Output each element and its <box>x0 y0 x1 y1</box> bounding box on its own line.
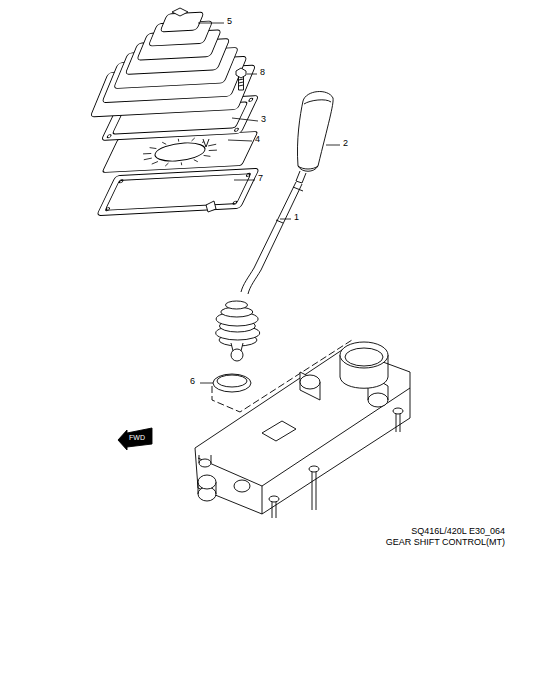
gasket-tick <box>161 142 167 145</box>
ring <box>213 374 251 392</box>
shift-knob <box>296 92 333 183</box>
boot-top <box>172 8 188 16</box>
callout-number: 3 <box>261 115 266 125</box>
direction-arrow <box>118 428 152 450</box>
gasket-tick <box>177 139 180 142</box>
gasket-tick <box>208 144 216 146</box>
bolt <box>236 68 246 90</box>
gasket-tick <box>144 158 152 160</box>
callout-number: 6 <box>190 377 195 387</box>
gasket-tick <box>203 155 211 157</box>
caption-text: SQ416L/420L E30_064 <box>411 527 505 537</box>
boot-fold <box>226 301 248 309</box>
gasket-tick <box>149 147 157 149</box>
lever-boot <box>216 301 260 346</box>
callout-number: 2 <box>343 139 348 149</box>
callout-number: 7 <box>258 174 263 184</box>
plate-tab <box>206 201 216 212</box>
callout-number: 1 <box>294 213 299 223</box>
callout-number: 4 <box>255 135 260 145</box>
lever-ball <box>231 349 243 361</box>
gasket-tick <box>192 138 195 141</box>
shift-lever <box>241 182 303 294</box>
callout-number: 5 <box>227 17 232 27</box>
gasket-tick <box>209 150 217 151</box>
gasket-tick <box>152 162 158 165</box>
gasket-tick <box>180 162 183 165</box>
gasket-tick <box>165 163 168 166</box>
shift-boot <box>90 8 256 117</box>
shift-housing <box>195 342 410 518</box>
callout-number: 8 <box>260 68 265 78</box>
gasket-tick <box>193 159 199 162</box>
pin <box>203 139 209 147</box>
leader-lines <box>198 23 340 383</box>
direction-label: FWD <box>129 434 145 442</box>
gasket-tick <box>143 153 151 154</box>
lower-plate <box>97 168 260 215</box>
caption-text: GEAR SHIFT CONTROL(MT) <box>386 538 505 548</box>
